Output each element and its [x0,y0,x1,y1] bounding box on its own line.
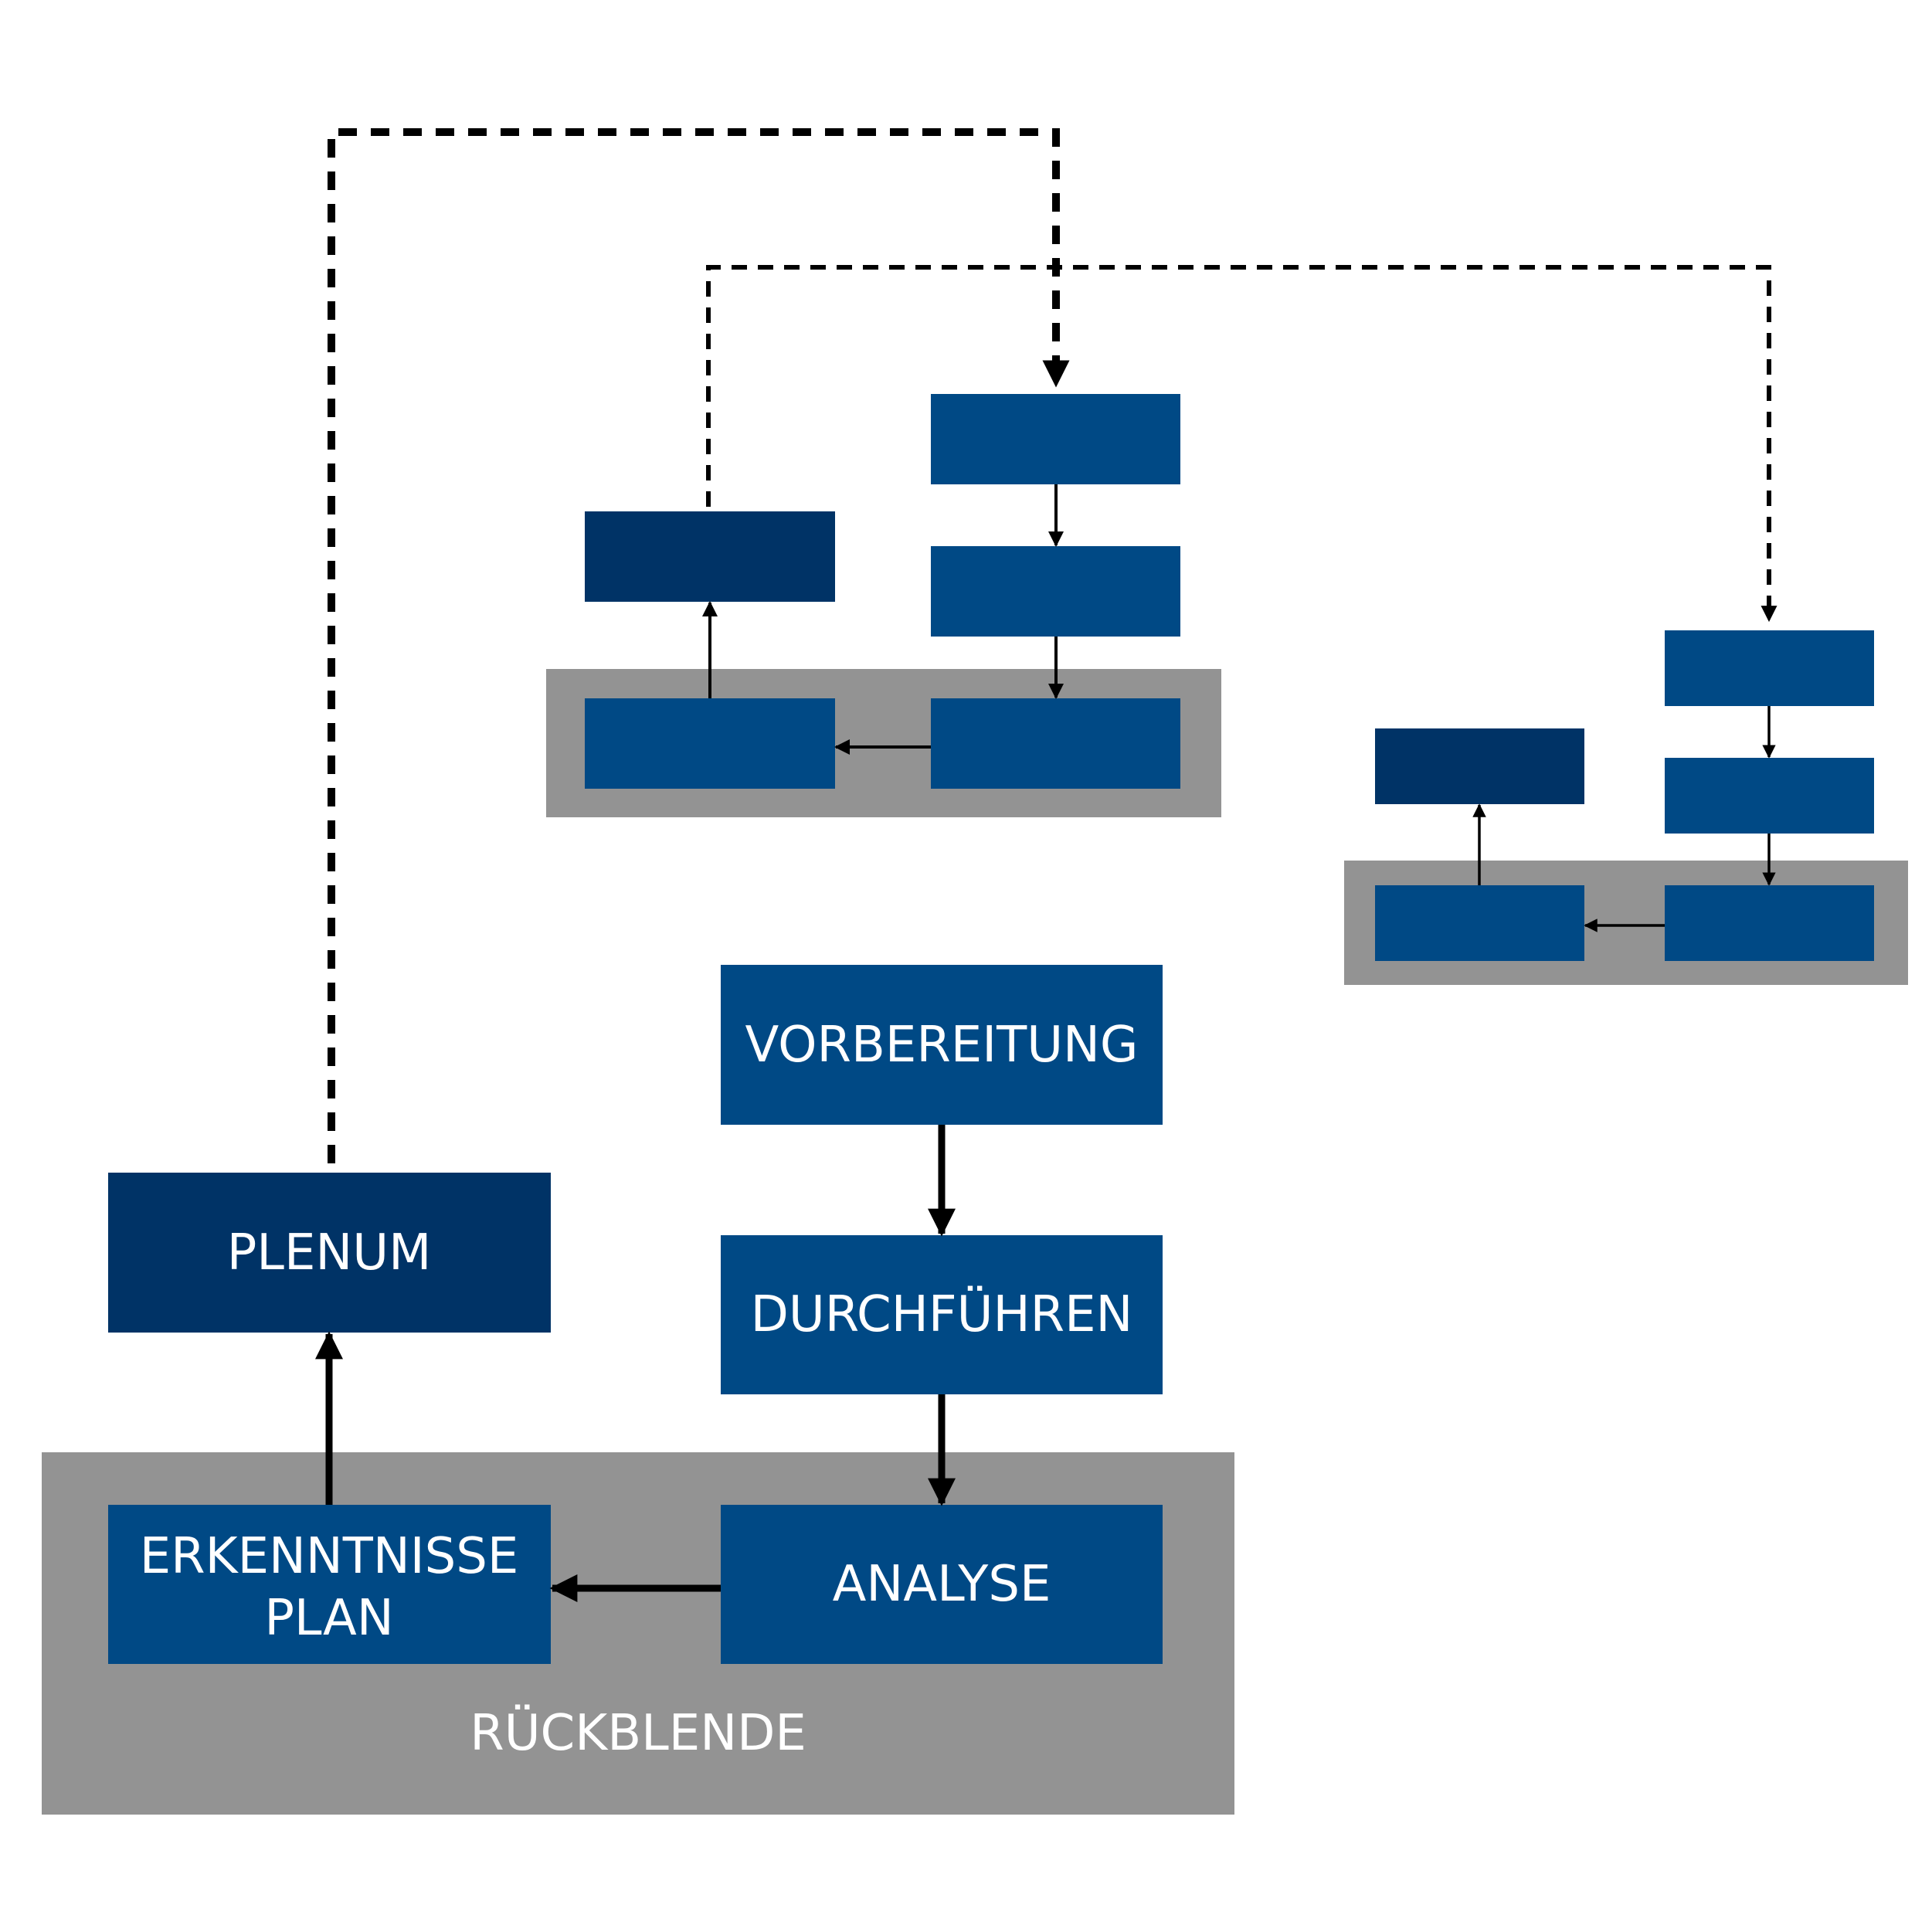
main-iteration: RÜCKBLENDE VORBEREITUNG DURCHFÜHREN ANAL… [42,965,1234,1815]
plenum-label: PLENUM [227,1224,432,1282]
mini1-analysis-box [931,698,1180,789]
durchfuehren-box [721,1235,1163,1394]
mini2-plenum-box [1375,728,1584,804]
vorbereitung-box [721,965,1163,1125]
dashed-link-plenum-to-mini1 [328,128,1070,1163]
erkenntnisse-label: ERKENNTNISSE [140,1528,519,1585]
erkenntnisse-plan-box [108,1505,551,1664]
plan-label: PLAN [264,1590,393,1647]
dashed-link-mini1-to-mini2 [706,265,1778,623]
mini2-analysis-box [1665,885,1874,961]
mini1-execute-box [931,546,1180,637]
analyse-label: ANALYSE [833,1556,1051,1613]
mini2-prep-box [1665,630,1874,706]
mini-iteration-2 [1344,630,1908,985]
analyse-box [721,1505,1163,1664]
mini2-execute-box [1665,758,1874,834]
retrospective-group-label: RÜCKBLENDE [470,1704,806,1762]
durchfuehren-label: DURCHFÜHREN [751,1285,1133,1343]
vorbereitung-label: VORBEREITUNG [745,1017,1138,1074]
plenum-box [108,1173,551,1333]
mini-iteration-1 [546,394,1221,817]
mini1-insights-box [585,698,835,789]
mini2-insights-box [1375,885,1584,961]
mini1-prep-box [931,394,1180,484]
mini1-plenum-box [585,511,835,602]
